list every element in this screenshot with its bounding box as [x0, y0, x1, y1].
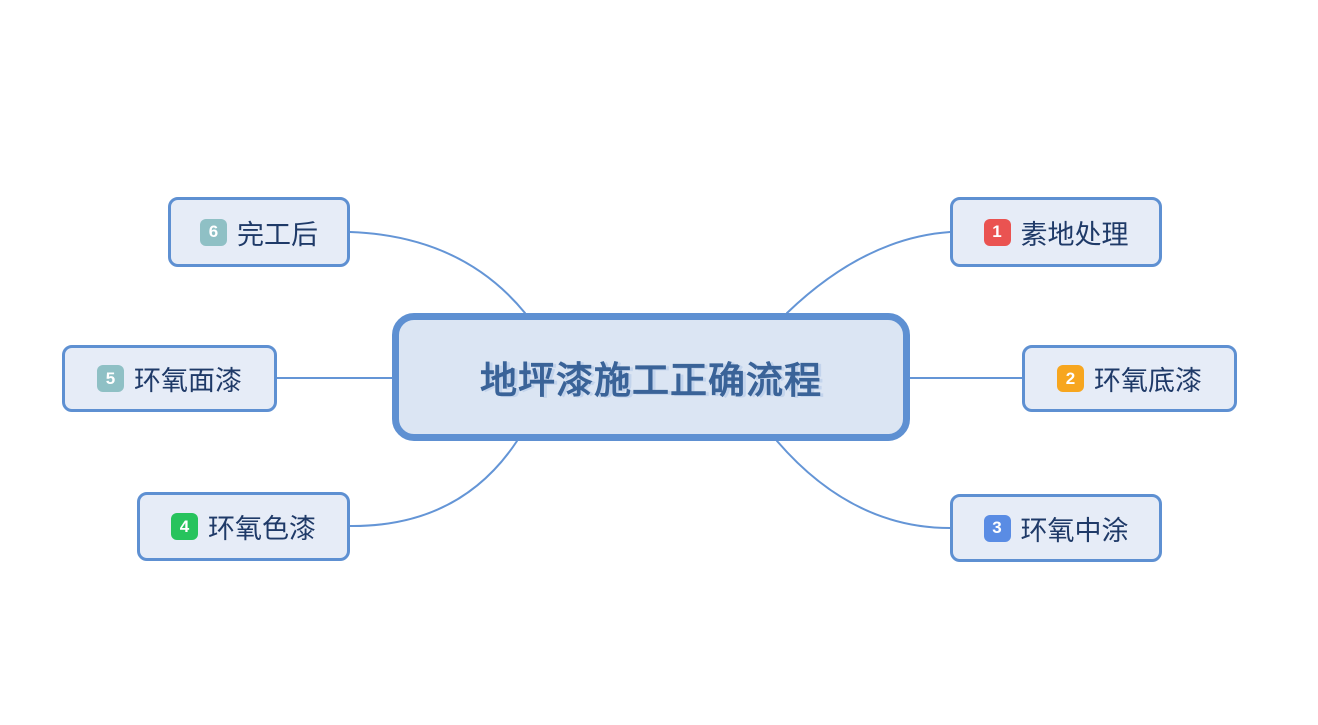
topic-label: 环氧面漆	[134, 366, 242, 396]
topic-node-step-2[interactable]: 2 环氧底漆	[1022, 345, 1237, 412]
topic-node-step-1[interactable]: 1 素地处理	[950, 197, 1162, 267]
topic-label: 环氧中涂	[1020, 515, 1129, 546]
topic-label: 完工后	[237, 219, 318, 250]
central-topic-node[interactable]: 地坪漆施工正确流程	[392, 313, 910, 441]
connector-step-1	[786, 231, 951, 314]
step-number-badge: 6	[200, 218, 227, 246]
topic-label: 素地处理	[1020, 219, 1129, 250]
step-number-badge: 4	[171, 513, 198, 540]
step-number-badge: 1	[983, 218, 1011, 246]
connector-step-3	[776, 440, 951, 529]
connector-step-4	[349, 440, 518, 528]
topic-node-step-3[interactable]: 3 环氧中涂	[950, 494, 1162, 562]
step-number-badge: 2	[1057, 365, 1084, 392]
topic-label: 环氧底漆	[1094, 366, 1202, 396]
step-number-badge: 3	[983, 514, 1011, 542]
topic-node-step-4[interactable]: 4 环氧色漆	[137, 492, 350, 561]
topic-node-step-6[interactable]: 6 完工后	[168, 197, 350, 267]
connector-step-6	[349, 231, 526, 314]
topic-node-step-5[interactable]: 5 环氧面漆	[62, 345, 277, 412]
step-number-badge: 5	[97, 365, 124, 392]
central-topic-title: 地坪漆施工正确流程	[480, 360, 822, 401]
topic-label: 环氧色漆	[208, 514, 316, 544]
